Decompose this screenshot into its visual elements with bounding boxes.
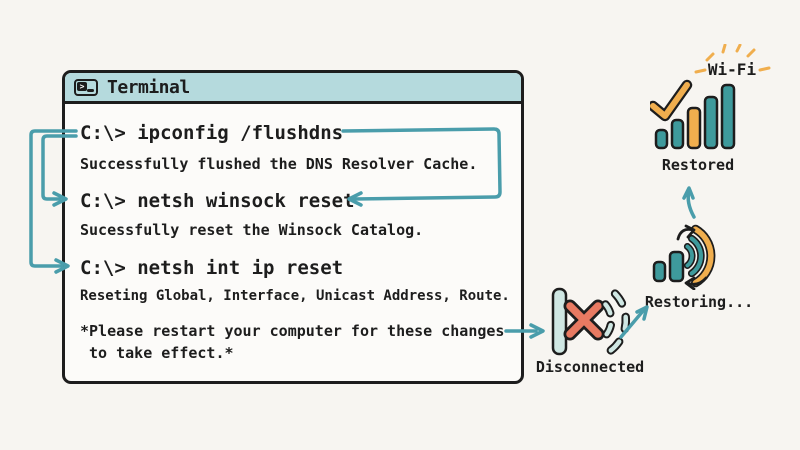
wifi-sparkle-icon [694, 44, 771, 74]
terminal-icon [74, 78, 98, 96]
terminal-window: Terminal C:\> ipconfig /flushdns Success… [62, 70, 524, 384]
checkmark-icon [650, 79, 693, 122]
disconnected-icon [551, 287, 631, 358]
signal-bar-icon [668, 250, 685, 283]
command-flushdns: C:\> ipconfig /flushdns [80, 122, 344, 144]
restart-note-line1: *Please restart your computer for these … [80, 322, 505, 340]
signal-bars-icon [654, 83, 736, 150]
error-x-icon [563, 299, 605, 341]
arrow-restoring-to-restored [686, 189, 696, 219]
restored-icon [650, 79, 736, 150]
refresh-arrows-icon [676, 224, 708, 290]
output-flushdns: Successfully flushed the DNS Resolver Ca… [80, 155, 478, 173]
arrowhead-icon [682, 186, 695, 200]
disconnected-label: Disconnected [535, 358, 645, 376]
broken-wifi-arcs-icon [596, 289, 631, 358]
signal-bar-icon [652, 260, 667, 283]
wifi-arcs-icon [683, 224, 716, 288]
output-int-ip-reset: Reseting Global, Interface, Unicast Addr… [80, 288, 510, 304]
wifi-label: Wi-Fi [707, 60, 757, 79]
output-winsock-reset: Sucessfully reset the Winsock Catalog. [80, 221, 424, 239]
signal-bar-icon [551, 287, 568, 356]
terminal-titlebar: Terminal [65, 73, 521, 104]
restart-note-line2: to take effect.* [80, 344, 234, 362]
cursor-dash-icon [87, 88, 94, 92]
restoring-label: Restoring... [644, 293, 754, 311]
prompt-chip-icon [77, 81, 87, 91]
command-winsock-reset: C:\> netsh winsock reset [80, 190, 355, 212]
terminal-title: Terminal [107, 76, 190, 98]
arrowhead-icon [529, 323, 545, 339]
restoring-icon [652, 224, 716, 290]
command-int-ip-reset: C:\> netsh int ip reset [80, 257, 344, 279]
restored-label: Restored [661, 156, 735, 174]
